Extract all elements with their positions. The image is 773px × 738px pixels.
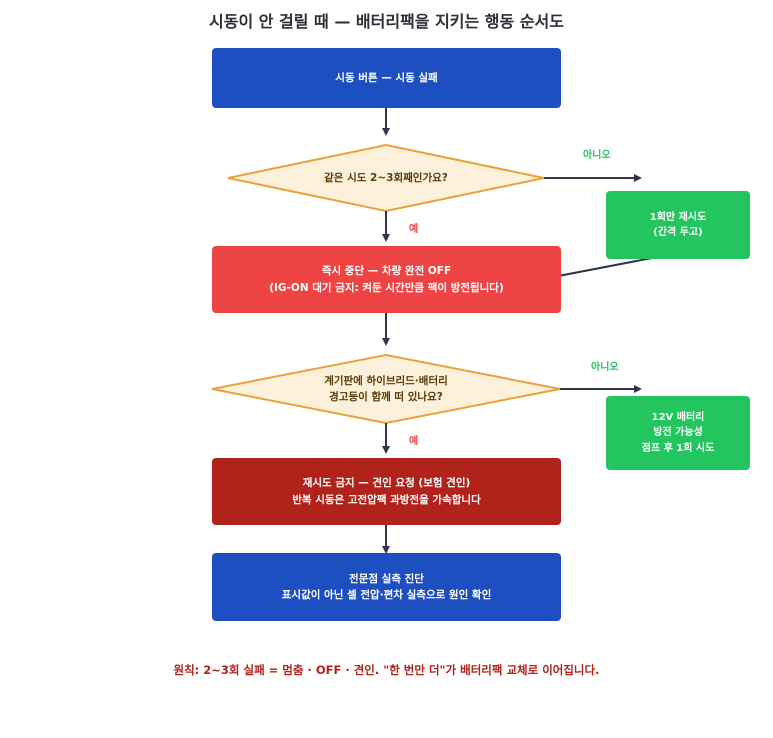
jump-text-3: 점프 후 1회 시도	[641, 442, 715, 454]
decision1-text: 같은 시도 2~3회째인가요?	[324, 171, 448, 184]
diagram-title: 시동이 안 걸릴 때 — 배터리팩을 지키는 행동 순서도	[209, 12, 564, 31]
retry-text-1: 1회만 재시도	[649, 211, 707, 223]
stop-node: 즉시 중단 — 차량 완전 OFF (IG-ON 대기 금지: 켜둔 시간만큼 …	[212, 246, 561, 313]
decision1-label: 같은 시도 2~3회째인가요?	[260, 165, 512, 191]
jump-text-1: 12V 배터리	[651, 411, 705, 423]
tow-text-2: 반복 시동은 고전압팩 과방전을 가속합니다	[292, 493, 481, 506]
no-label-2: 아니오	[591, 362, 619, 373]
jump-text-2: 방전 가능성	[653, 427, 703, 439]
diagnosis-text-1: 전문점 실측 진단	[349, 572, 424, 585]
stop-text-2: (IG-ON 대기 금지: 켜둔 시간만큼 팩이 방전됩니다)	[269, 281, 504, 294]
principle-footer: 원칙: 2~3회 실패 = 멈춤 · OFF · 견인. "한 번만 더"가 배…	[173, 663, 600, 677]
stop-text-1: 즉시 중단 — 차량 완전 OFF	[321, 265, 452, 278]
tow-node: 재시도 금지 — 견인 요청 (보험 견인) 반복 시동은 고전압팩 과방전을 …	[212, 458, 561, 525]
decision2-text-2: 경고등이 함께 떠 있나요?	[329, 391, 443, 403]
diagnosis-text-2: 표시값이 아닌 셀 전압·편차 실측으로 원인 확인	[281, 589, 492, 601]
start-node-text: 시동 버튼 — 시동 실패	[335, 71, 438, 84]
tow-text-1: 재시도 금지 — 견인 요청 (보험 견인)	[302, 477, 471, 490]
start-node: 시동 버튼 — 시동 실패	[212, 48, 561, 108]
retry-node: 1회만 재시도 (간격 두고)	[606, 191, 750, 259]
decision2-label: 계기판에 하이브리드·배터리 경고등이 함께 떠 있나요?	[250, 370, 522, 408]
yes-label-1: 예	[409, 224, 419, 235]
no-label-1: 아니오	[583, 150, 611, 161]
jump-start-node: 12V 배터리 방전 가능성 점프 후 1회 시도	[606, 396, 750, 470]
decision2-text-1: 계기판에 하이브리드·배터리	[324, 374, 448, 387]
yes-label-2: 예	[409, 436, 419, 447]
retry-text-2: (간격 두고)	[653, 227, 703, 238]
diagnosis-node: 전문점 실측 진단 표시값이 아닌 셀 전압·편차 실측으로 원인 확인	[212, 553, 561, 621]
